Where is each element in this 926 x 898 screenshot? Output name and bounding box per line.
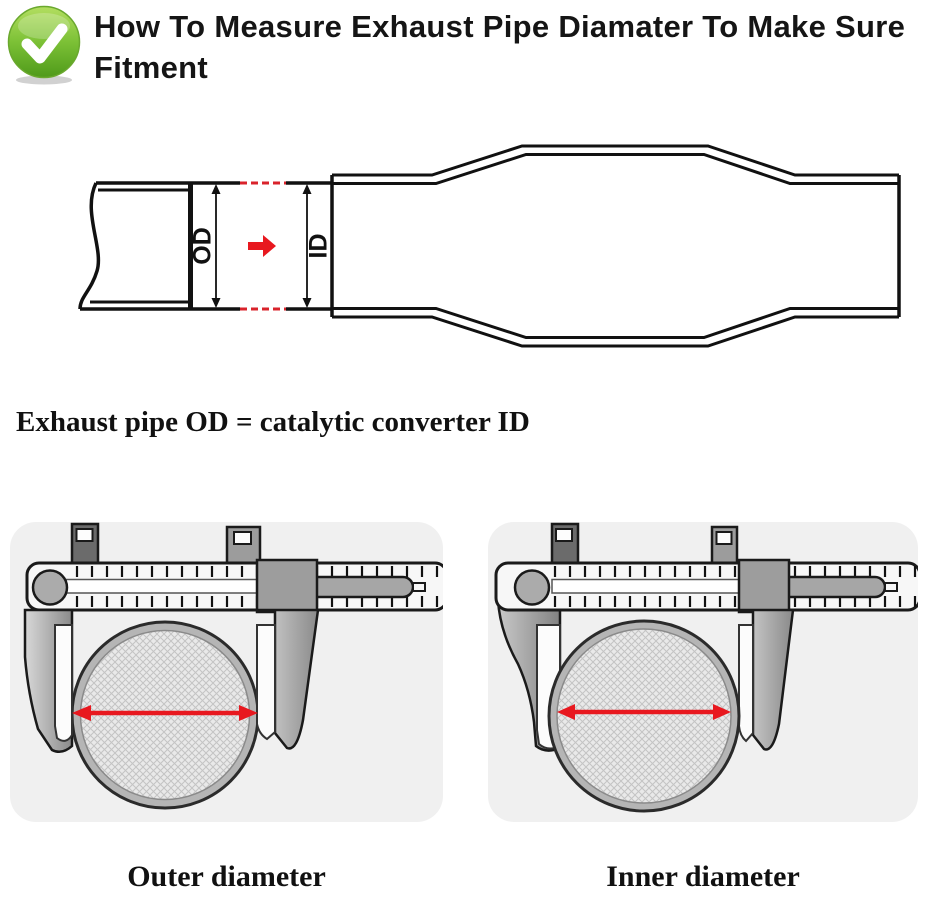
slider-carriage [255,558,319,614]
exhaust-pipe [78,181,332,311]
caption-outer-diameter: Outer diameter [127,860,326,893]
badge-shadow [16,75,72,85]
id-label: ID [305,234,333,259]
page-title: How To Measure Exhaust Pipe Diamater To … [94,9,906,85]
caliper-lower-jaws [536,608,795,751]
catalytic-converter [330,144,901,348]
caliper-upper-jaws [70,522,262,566]
ruler-slot [305,575,415,599]
caliper-ruler [494,558,918,614]
inner-diameter-arrow [557,704,731,720]
pivot-screw [31,569,69,606]
flow-arrow-icon [248,235,276,257]
od-label: OD [189,227,217,265]
id-dimension-arrow [302,184,312,308]
caliper-upper-jaws [550,522,739,566]
equation-text: Exhaust pipe OD = catalytic converter ID [16,406,530,438]
outer-diameter-arrow [72,705,258,721]
projection-dashes [240,181,286,311]
pivot-screw [513,569,551,606]
check-badge-icon [7,5,81,85]
caption-inner-diameter: Inner diameter [606,860,800,893]
caliper-lower-jaws [23,608,320,754]
check-mark [21,23,68,64]
slider-carriage [737,558,791,614]
pipe-cross-section [547,619,741,813]
inner-diameter-illustration [488,522,918,822]
od-dimension-arrow [211,184,221,308]
outer-diameter-illustration [10,522,443,822]
caliper-ruler [25,558,443,614]
pipe-diagram: OD ID [78,144,901,348]
